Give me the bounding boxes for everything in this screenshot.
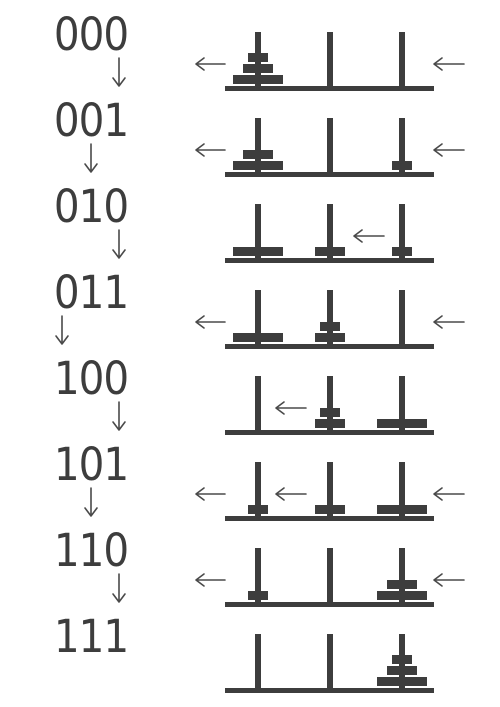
state-code-011: 011 [53,266,129,319]
disk-3-right-100 [377,419,427,428]
peg-left-100 [255,376,261,432]
disk-2-left-001 [243,150,273,159]
disk-2-right-110 [387,580,417,589]
bit-flip-arrow-100-101 [112,401,126,431]
disk-1-left-000 [248,53,268,62]
arrow-outside-right-101-path [433,487,465,501]
disk-2-left-000 [243,64,273,73]
disk-3-left-011 [233,333,283,342]
arrow-outside-left-001-path [195,143,226,157]
disk-3-left-000 [233,75,283,84]
bit-flip-arrow-010-011 [112,229,126,259]
arrow-outside-right-000 [433,57,465,71]
peg-right-011 [399,290,405,346]
disk-1-left-101 [248,505,268,514]
arrow-outside-right-101 [433,487,465,501]
arrow-outside-left-001 [195,143,226,157]
arrow-middle-to-left-100 [275,401,307,415]
arrow-outside-left-011-path [195,315,226,329]
disk-3-right-110 [377,591,427,600]
disk-2-middle-100 [315,419,345,428]
arrow-outside-right-001 [433,143,465,157]
peg-left-110 [255,548,261,604]
arrow-outside-right-000-path [433,57,465,71]
arrow-right-to-middle-010-path [353,229,385,243]
disk-3-right-111 [377,677,427,686]
bit-flip-arrow-000-001 [112,57,126,87]
state-code-111: 111 [53,610,129,663]
peg-left-001 [255,118,261,174]
peg-middle-111 [327,634,333,690]
peg-right-010 [399,204,405,260]
arrow-middle-to-left-101-path [275,487,307,501]
base-010 [225,258,434,263]
arrow-middle-to-left-101 [275,487,307,501]
peg-right-100 [399,376,405,432]
arrow-right-to-middle-010 [353,229,385,243]
disk-2-middle-011 [315,333,345,342]
arrow-outside-right-011-path [433,315,465,329]
base-000 [225,86,434,91]
arrow-outside-right-001-path [433,143,465,157]
peg-middle-010 [327,204,333,260]
arrow-outside-right-110-path [433,573,465,587]
state-code-101: 101 [53,438,129,491]
peg-left-101 [255,462,261,518]
peg-left-011 [255,290,261,346]
base-110 [225,602,434,607]
peg-right-000 [399,32,405,88]
peg-right-101 [399,462,405,518]
base-111 [225,688,434,693]
arrow-outside-left-101 [195,487,226,501]
disk-1-right-001 [392,161,412,170]
peg-left-010 [255,204,261,260]
disk-3-left-001 [233,161,283,170]
disk-1-right-111 [392,655,412,664]
disk-2-middle-010 [315,247,345,256]
peg-middle-100 [327,376,333,432]
disk-1-left-110 [248,591,268,600]
base-100 [225,430,434,435]
arrow-outside-left-101-path [195,487,226,501]
disk-2-right-111 [387,666,417,675]
bit-flip-arrow-001-010 [84,143,98,173]
base-001 [225,172,434,177]
state-code-010: 010 [53,180,129,233]
arrow-middle-to-left-100-path [275,401,307,415]
disk-3-left-010 [233,247,283,256]
peg-left-111 [255,634,261,690]
bit-flip-arrow-011-100 [55,315,69,345]
disk-1-middle-011 [320,322,340,331]
disk-1-right-010 [392,247,412,256]
disk-3-right-101 [377,505,427,514]
arrow-outside-right-011 [433,315,465,329]
base-011 [225,344,434,349]
disk-2-middle-101 [315,505,345,514]
bit-flip-arrow-110-111 [112,573,126,603]
base-101 [225,516,434,521]
arrow-outside-left-000 [195,57,226,71]
state-code-100: 100 [53,352,129,405]
peg-middle-000 [327,32,333,88]
arrow-outside-left-011 [195,315,226,329]
peg-right-001 [399,118,405,174]
state-code-000: 000 [53,8,129,61]
arrow-outside-left-110-path [195,573,226,587]
peg-right-110 [399,548,405,604]
bit-flip-arrow-101-110 [84,487,98,517]
arrow-outside-left-000-path [195,57,226,71]
disk-1-middle-100 [320,408,340,417]
arrow-outside-left-110 [195,573,226,587]
state-code-001: 001 [53,94,129,147]
peg-middle-101 [327,462,333,518]
peg-middle-011 [327,290,333,346]
arrow-outside-right-110 [433,573,465,587]
peg-middle-110 [327,548,333,604]
state-code-110: 110 [53,524,129,577]
peg-middle-001 [327,118,333,174]
